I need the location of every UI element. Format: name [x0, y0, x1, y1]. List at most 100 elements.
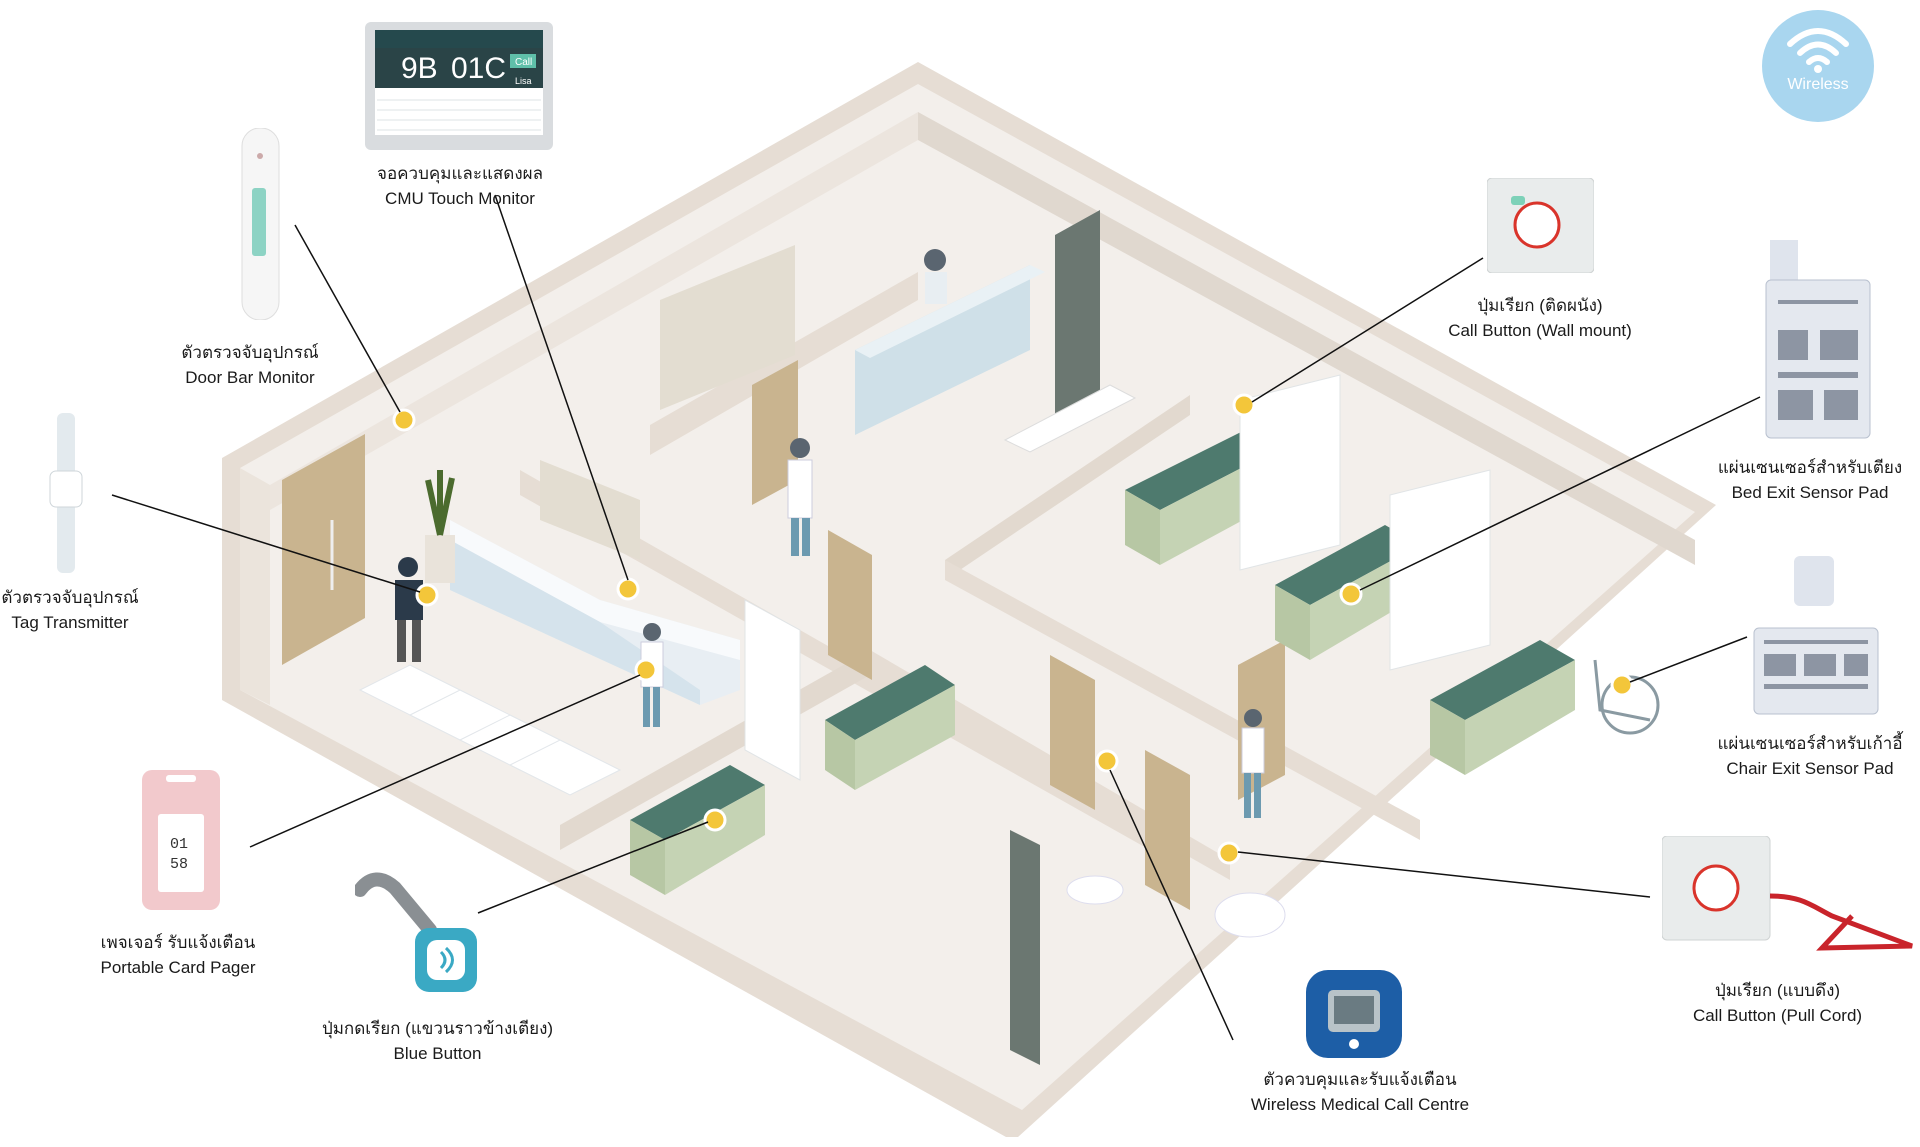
door-office [752, 360, 798, 505]
monitor-call-badge: Call [515, 57, 532, 68]
line-door-bar [294, 224, 401, 413]
sink [1066, 875, 1124, 905]
person-nurse-office [924, 249, 947, 304]
bed-4 [825, 665, 955, 790]
person-nurse-corridor [1241, 709, 1265, 818]
cmu-touch-monitor-label: จอควบคุมและแสดงผล CMU Touch Monitor [340, 161, 580, 211]
wall-nurse-upper [650, 272, 918, 455]
bed-3 [1430, 640, 1575, 775]
back-wall-right [918, 112, 1695, 565]
door-ward-a [828, 530, 872, 680]
marker-cmu [616, 577, 640, 601]
label-english: Call Button (Pull Cord) [1692, 1006, 1863, 1025]
line-chair-exit [1629, 636, 1748, 683]
portable-card-pager-image: 01 58 [142, 770, 220, 910]
label-english: Wireless Medical Call Centre [1250, 1095, 1470, 1114]
pager-line-2: 58 [170, 856, 188, 873]
label-english: Portable Card Pager [100, 958, 256, 977]
marker-chair-exit [1610, 673, 1634, 697]
label-thai: เพจเจอร์ รับแจ้งเตือน [100, 933, 256, 952]
portable-card-pager-label: เพจเจอร์ รับแจ้งเตือน Portable Card Page… [78, 930, 278, 980]
label-thai: แผ่นเซนเซอร์สำหรับเตียง [1717, 458, 1903, 477]
cabinets [540, 245, 795, 560]
door-main [282, 434, 365, 665]
bed-5 [630, 765, 765, 895]
wireless-medical-call-centre-image [1306, 970, 1402, 1058]
wall-ward-divider [945, 395, 1190, 580]
door-ward-c [1145, 750, 1190, 910]
wall-right-room [945, 560, 1420, 840]
label-english: Door Bar Monitor [185, 368, 315, 387]
label-english: Tag Transmitter [11, 613, 129, 632]
marker-pager [634, 658, 658, 682]
marker-blue-button [703, 808, 727, 832]
bed-exit-sensor-pad-label: แผ่นเซนเซอร์สำหรับเตียง Bed Exit Sensor … [1700, 455, 1920, 505]
chair-exit-sensor-pad-image [1753, 556, 1879, 715]
marker-call-centre [1095, 749, 1119, 773]
door-bar-monitor-label: ตัวตรวจจับอุปกรณ์ Door Bar Monitor [150, 340, 350, 390]
call-button-wall-mount-image [1487, 178, 1594, 273]
label-thai: ปุ่มเรียก (ติดผนัง) [1477, 296, 1603, 315]
call-button-pull-cord-image [1662, 836, 1913, 951]
wireless-label: Wireless [1787, 76, 1849, 93]
label-english: Blue Button [393, 1044, 482, 1063]
marker-pull-cord [1217, 841, 1241, 865]
marker-wall-mount [1232, 393, 1256, 417]
tag-transmitter-label: ตัวตรวจจับอุปกรณ์ Tag Transmitter [0, 585, 140, 635]
label-thai: ตัวตรวจจับอุปกรณ์ [181, 343, 319, 362]
label-english: Chair Exit Sensor Pad [1726, 759, 1894, 778]
wall-corridor [520, 470, 1150, 850]
wireless-badge: Wireless [1762, 10, 1874, 122]
waiting-chairs [358, 664, 622, 796]
toilet [1214, 892, 1286, 938]
marker-tag [415, 583, 439, 607]
curtains [744, 374, 1491, 781]
marker-bed-exit [1339, 582, 1363, 606]
line-bed-exit [1359, 396, 1761, 591]
label-thai: ปุ่มเรียก (แบบดึง) [1714, 981, 1841, 1000]
label-thai: ตัวตรวจจับอุปกรณ์ [1, 588, 139, 607]
markers [392, 393, 1634, 865]
plant [425, 470, 455, 583]
person-doctor [787, 438, 813, 556]
line-wall-mount [1251, 257, 1484, 403]
wireless-medical-call-centre-label: ตัวควบคุมและรับแจ้งเตือน Wireless Medica… [1230, 1067, 1490, 1117]
left-wall-face [240, 468, 270, 705]
call-button-wall-mount-label: ปุ่มเรียก (ติดผนัง) Call Button (Wall mo… [1410, 293, 1670, 343]
call-button-pull-cord-label: ปุ่มเรียก (แบบดึง) Call Button (Pull Cor… [1640, 978, 1915, 1028]
label-thai: แผ่นเซนเซอร์สำหรับเก้าอี้ [1717, 734, 1903, 753]
exam-bed [1003, 384, 1137, 453]
label-thai: จอควบคุมและแสดงผล [376, 164, 543, 183]
cmu-touch-monitor-image: 9B 01C Call Lisa [365, 22, 553, 150]
blue-button-image [355, 872, 477, 992]
door-ward-b [1050, 655, 1095, 810]
label-thai: ตัวควบคุมและรับแจ้งเตือน [1263, 1070, 1457, 1089]
line-blue-button [477, 821, 709, 914]
label-thai: ปุ่มกดเรียก (แขวนราวข้างเตียง) [321, 1019, 554, 1038]
line-cmu [494, 194, 629, 581]
monitor-left-number: 9B [401, 52, 438, 85]
monitor-name-badge: Lisa [515, 76, 532, 86]
marker-door-bar [392, 408, 416, 432]
connector-lines [111, 194, 1761, 1041]
office-desk [855, 265, 1045, 435]
bed-exit-sensor-pad-image [1765, 240, 1871, 439]
door-bar-monitor-image [241, 128, 280, 320]
line-call-centre [1109, 769, 1234, 1041]
tag-transmitter-image [49, 413, 83, 573]
label-english: Bed Exit Sensor Pad [1731, 483, 1889, 502]
door-bath-grey [1010, 830, 1040, 1065]
label-english: Call Button (Wall mount) [1448, 321, 1632, 340]
pager-line-1: 01 [170, 836, 188, 853]
monitor-right-number: 01C [451, 52, 506, 85]
back-wall-left [270, 112, 918, 510]
line-tag [111, 494, 421, 593]
line-pull-cord [1237, 851, 1651, 898]
wheelchair [1593, 659, 1660, 735]
wifi-icon [1787, 28, 1849, 73]
line-pager [249, 674, 641, 848]
chair-exit-sensor-pad-label: แผ่นเซนเซอร์สำหรับเก้าอี้ Chair Exit Sen… [1700, 731, 1920, 781]
blue-button-label: ปุ่มกดเรียก (แขวนราวข้างเตียง) Blue Butt… [300, 1016, 575, 1066]
